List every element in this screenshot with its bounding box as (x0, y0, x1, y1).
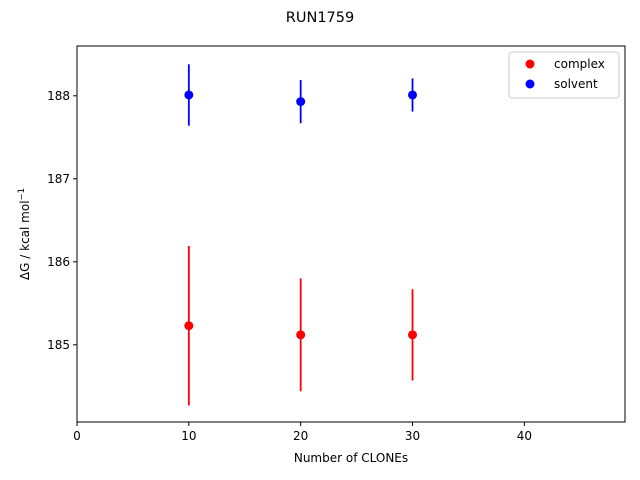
chart-title: RUN1759 (286, 10, 354, 26)
y-tick-label: 188 (47, 89, 70, 103)
data-point (184, 321, 194, 331)
series-solvent (184, 64, 418, 126)
legend-frame (508, 51, 620, 99)
legend-marker-solvent (525, 79, 535, 89)
legend: complex solvent (508, 51, 620, 99)
data-point (408, 90, 418, 100)
data-point (296, 330, 306, 340)
legend-label-solvent: solvent (554, 77, 598, 91)
x-tick-label: 0 (73, 429, 81, 443)
series-layer (184, 64, 418, 406)
x-axis-label: Number of CLONEs (294, 451, 408, 465)
x-tick-label: 30 (405, 429, 420, 443)
plot-area (76, 45, 626, 423)
x-tick-label: 10 (181, 429, 196, 443)
y-axis-ticks: 185 186 187 188 (47, 89, 77, 352)
data-point (296, 97, 306, 107)
y-axis-label: ΔG / kcal mol−1 (17, 188, 32, 280)
legend-marker-complex (525, 59, 535, 69)
data-point (408, 330, 418, 340)
data-point (184, 90, 194, 100)
plot-frame (76, 45, 626, 423)
y-tick-label: 187 (47, 172, 70, 186)
x-tick-label: 20 (293, 429, 308, 443)
x-axis-ticks: 0 10 20 30 40 (73, 422, 532, 443)
y-tick-label: 186 (47, 255, 70, 269)
series-complex (184, 246, 418, 406)
y-axis-label-superscript: −1 (17, 188, 27, 201)
y-axis-label-main: ΔG / kcal mol (18, 200, 32, 280)
x-tick-label: 40 (517, 429, 532, 443)
legend-entries: complex solvent (525, 57, 605, 91)
y-tick-label: 185 (47, 338, 70, 352)
legend-label-complex: complex (554, 57, 605, 71)
